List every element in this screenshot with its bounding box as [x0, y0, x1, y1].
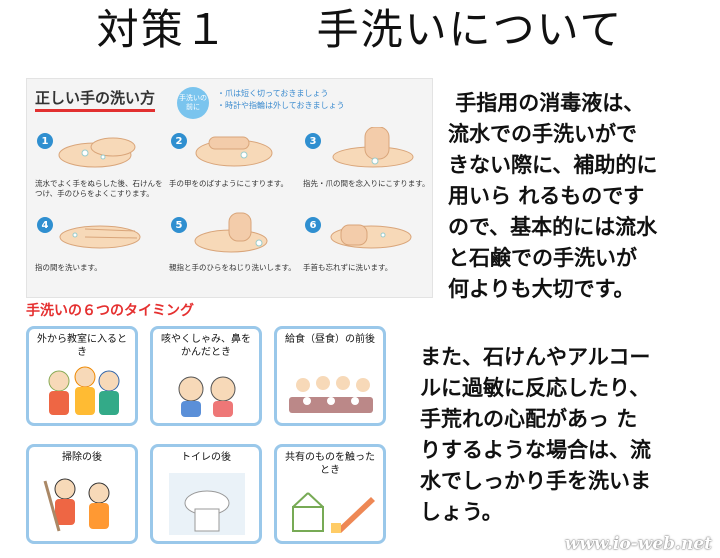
paragraph-line: と石鹸での手洗いが: [448, 246, 637, 270]
hands-illustration-icon: [332, 127, 414, 168]
paragraph-line: 用いら れるものです: [448, 184, 645, 208]
card-label: 咳やくしゃみ、鼻をかんだとき: [161, 334, 251, 358]
timing-card-toilet: トイレの後: [150, 444, 262, 544]
paragraph-line: きない際に、補助的に: [448, 153, 658, 177]
sneezing-children-icon: [178, 376, 236, 417]
paragraph-line: 水でしっかり手を洗いま: [420, 469, 651, 493]
step-4: 4 指の間を洗います。: [33, 211, 163, 291]
timing-title: 手洗いの６つのタイミング: [26, 303, 194, 319]
paragraph-line: また、石けんやアルコー: [420, 345, 651, 369]
timing-card-lunch: 給食（昼食）の前後: [274, 326, 386, 426]
step-number: 3: [305, 133, 321, 149]
hands-illustration-icon: [195, 136, 273, 167]
timing-card-cleaning: 掃除の後: [26, 444, 138, 544]
hands-illustration-icon: [58, 137, 136, 168]
paragraph-line: りするような場合は、流: [420, 438, 651, 462]
step-number: 5: [171, 217, 187, 233]
card-label: 共有のものを触ったとき: [285, 452, 375, 476]
handwash-title: 正しい手の洗い方: [35, 87, 156, 112]
paragraph-line: 手荒れの心配があっ た: [420, 407, 638, 431]
card-label: 外から教室に入るとき: [37, 334, 127, 358]
step-caption: 流水でよく手をぬらした後、石けんをつけ、手のひらをよくこすります。: [35, 179, 163, 198]
step-caption: 親指と手のひらをねじり洗いします。: [169, 263, 296, 272]
paragraph-line: ルに過敏に反応したり、: [420, 376, 651, 400]
card-label: 給食（昼食）の前後: [285, 334, 375, 345]
step-caption: 指の間を洗います。: [35, 263, 102, 272]
timing-card-shared: 共有のものを触ったとき: [274, 444, 386, 544]
toilet-icon: [169, 473, 245, 535]
timing-card-entering: 外から教室に入るとき: [26, 326, 138, 426]
step-caption: 手首も忘れずに洗います。: [303, 263, 393, 272]
step-number: 4: [37, 217, 53, 233]
step-caption: 手の甲をのばすようにこすります。: [169, 179, 288, 188]
paragraph-line: 手指用の消毒液は、: [448, 91, 645, 115]
hands-illustration-icon: [330, 224, 412, 249]
paragraph-line: 流水での手洗いがで: [448, 122, 637, 146]
disinfectant-paragraph: 手指用の消毒液は、 流水での手洗いがで きない際に、補助的に 用いら れるもので…: [448, 88, 710, 305]
step-2: 2 手の甲をのばすようにこすります。: [167, 127, 297, 207]
handwash-panel: 正しい手の洗い方 手洗いの前に ・爪は短く切っておきましょう ・時計や指輪は外し…: [26, 78, 433, 298]
paragraph-line: しょう。: [420, 500, 503, 524]
hands-illustration-icon: [59, 225, 141, 249]
step-3: 3 指先・爪の間を念入りにこすります。: [301, 127, 431, 207]
handwash-notes: ・爪は短く切っておきましょう ・時計や指輪は外しておきましょう: [217, 88, 345, 112]
playground-icon: [292, 492, 375, 533]
step-1: 1 流水でよく手をぬらした後、石けんをつけ、手のひらをよくこすります。: [33, 127, 163, 207]
step-number: 1: [37, 133, 53, 149]
step-number: 2: [171, 133, 187, 149]
card-label: トイレの後: [181, 452, 231, 463]
watermark: www.io-web.net: [564, 534, 712, 554]
card-label: 掃除の後: [62, 452, 102, 463]
note-line: ・爪は短く切っておきましょう: [217, 89, 329, 98]
sensitivity-paragraph: また、石けんやアルコー ルに過敏に反応したり、 手荒れの心配があっ た りするよ…: [420, 342, 710, 528]
lunch-table-icon: [289, 376, 373, 413]
step-5: 5 親指と手のひらをねじり洗いします。: [167, 211, 297, 291]
note-line: ・時計や指輪は外しておきましょう: [217, 101, 345, 110]
paragraph-line: ので、基本的には流水: [448, 215, 658, 239]
timing-card-sneeze: 咳やくしゃみ、鼻をかんだとき: [150, 326, 262, 426]
cleaning-children-icon: [43, 478, 110, 532]
children-illustration-icon: [48, 366, 120, 415]
paragraph-line: 何よりも大切です。: [448, 277, 635, 301]
step-6: 6 手首も忘れずに洗います。: [301, 211, 431, 291]
hands-illustration-icon: [194, 212, 268, 253]
note-badge: 手洗いの前に: [177, 87, 209, 119]
step-number: 6: [305, 217, 321, 233]
step-caption: 指先・爪の間を念入りにこすります。: [303, 179, 430, 188]
page-title: 対策１ 手洗いについて: [96, 5, 624, 54]
